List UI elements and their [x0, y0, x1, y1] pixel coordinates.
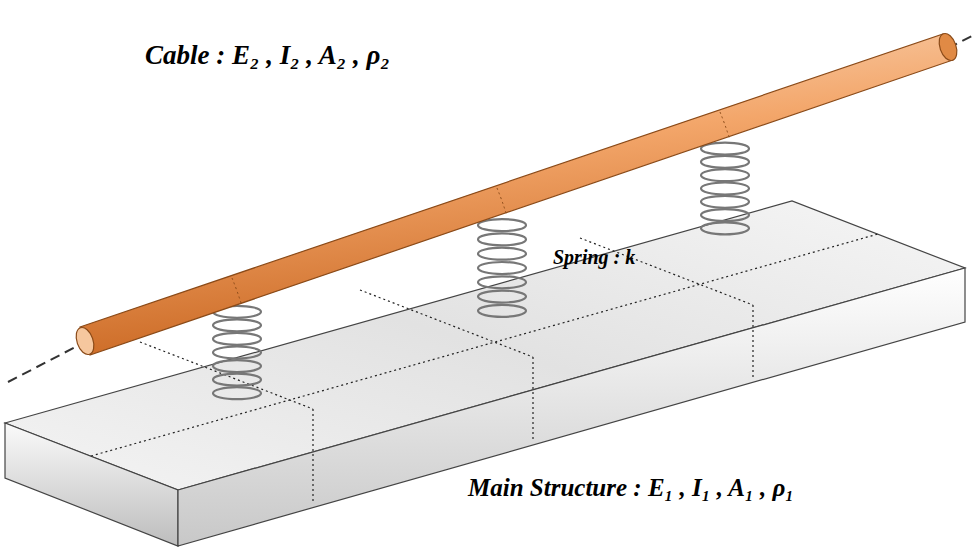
spring-coil — [701, 143, 749, 155]
cable-segment-lines — [232, 112, 730, 306]
spring-coil — [478, 233, 526, 245]
spring-coil — [213, 387, 261, 399]
spring-coil — [478, 276, 526, 288]
spring-coil — [213, 333, 261, 345]
spring-label: Spring : k — [553, 246, 635, 269]
spring-coil — [701, 196, 749, 208]
spring-coil — [701, 169, 749, 181]
spring-coil — [213, 319, 261, 331]
spring-coil — [701, 156, 749, 168]
slab-side — [178, 268, 965, 546]
spring-coil — [701, 183, 749, 195]
spring-coil — [213, 347, 261, 359]
cable-end — [936, 31, 960, 63]
spring-coil — [701, 209, 749, 221]
spring-coil — [478, 219, 526, 231]
cable-body — [80, 34, 953, 355]
cable-axis — [8, 342, 85, 382]
spring-coil — [701, 222, 749, 234]
spring-coil — [213, 360, 261, 372]
spring-coil — [478, 291, 526, 303]
grid-lines — [91, 234, 878, 503]
spring-coil — [478, 248, 526, 260]
cable-end — [73, 325, 97, 357]
slab-end — [5, 423, 178, 546]
spring-coil — [478, 305, 526, 317]
spring-coil — [478, 262, 526, 274]
structure-label: Main Structure : E₁ , I₁ , A₁ , ρ₁ — [468, 474, 794, 502]
spring-coil — [213, 374, 261, 386]
cable-label: Cable : E₂ , I₂ , A₂ , ρ₂ — [145, 40, 390, 71]
